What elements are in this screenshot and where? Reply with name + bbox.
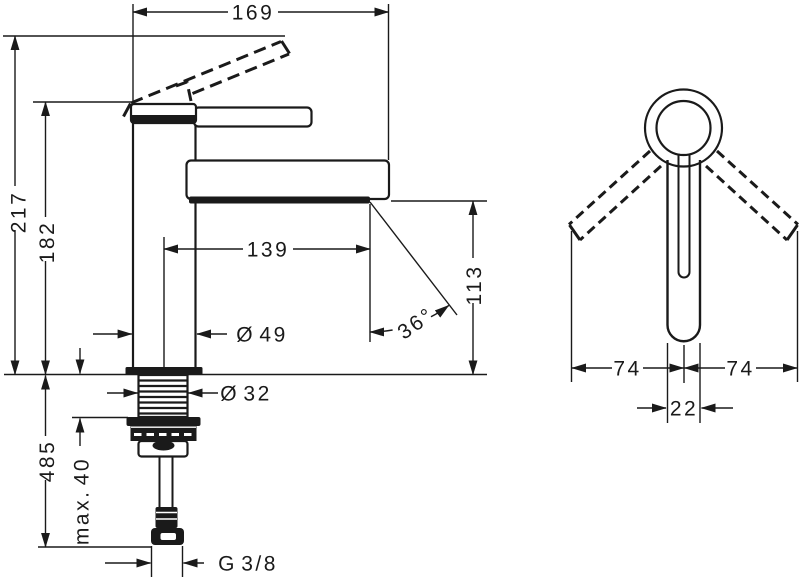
dim-dia32-label: Ø 32 bbox=[220, 383, 272, 406]
handle-bar bbox=[666, 160, 702, 343]
side-view: 169 217 182 485 max. 40 bbox=[3, 2, 487, 577]
dim-max-40: max. 40 bbox=[71, 348, 128, 545]
shank-threads bbox=[139, 379, 187, 415]
dim-angle36-label: 36° bbox=[394, 303, 439, 344]
dim-217: 217 bbox=[3, 35, 285, 376]
dim-169-label: 169 bbox=[232, 2, 275, 25]
hose-ferrule bbox=[155, 507, 178, 528]
hose-end-slot bbox=[160, 533, 176, 540]
lever-rod bbox=[192, 106, 313, 128]
dim-dia49-label: Ø 49 bbox=[236, 324, 288, 347]
dim-22: 22 bbox=[637, 398, 733, 421]
handle-swing-dashed bbox=[567, 149, 800, 242]
front-view: 74 74 22 bbox=[567, 88, 800, 423]
dim-113: 113 bbox=[391, 200, 487, 376]
dim-thread: G 3/8 bbox=[105, 546, 278, 577]
dim-max40-label: max. 40 bbox=[71, 457, 94, 545]
dim-74-right-label: 74 bbox=[726, 358, 754, 381]
dim-182-label: 182 bbox=[36, 221, 59, 264]
base-flange bbox=[125, 367, 203, 375]
hose-connector-nut bbox=[152, 440, 175, 451]
aerator bbox=[189, 196, 370, 204]
washer bbox=[126, 417, 201, 426]
lever-raised-top-edge bbox=[130, 40, 282, 105]
dim-485-label: 485 bbox=[36, 440, 59, 483]
dim-217-label: 217 bbox=[8, 191, 31, 234]
lever-raised-tip bbox=[280, 40, 291, 55]
dim-thread-label: G 3/8 bbox=[218, 553, 278, 576]
dim-182: 182 bbox=[33, 101, 131, 376]
dim-22-label: 22 bbox=[670, 398, 698, 421]
dim-485: 485 bbox=[36, 374, 152, 548]
dim-169: 169 bbox=[132, 2, 390, 160]
dim-139: 139 bbox=[163, 239, 371, 262]
handle-inner-circle bbox=[655, 99, 712, 157]
lever-raised-dashed bbox=[122, 40, 291, 118]
lever-raised-bottom-edge bbox=[191, 52, 290, 95]
lever-raised-left-cap bbox=[122, 102, 132, 118]
dim-139-label: 139 bbox=[247, 239, 290, 262]
dim-dia-32: Ø 32 bbox=[107, 383, 272, 406]
mounting-hardware bbox=[4, 367, 487, 545]
dim-74-right: 74 bbox=[683, 231, 799, 382]
handle-slot bbox=[677, 153, 691, 279]
handle-outer-circle bbox=[643, 88, 724, 168]
lever-raised-pivot-detail bbox=[175, 79, 193, 102]
faucet-body bbox=[129, 102, 391, 367]
lever-base-band bbox=[132, 115, 195, 124]
dim-74-left-label: 74 bbox=[613, 358, 641, 381]
dim-angle-36: 36° bbox=[369, 201, 458, 344]
spout bbox=[185, 159, 391, 201]
dim-74-left: 74 bbox=[570, 231, 701, 423]
dim-113-label: 113 bbox=[463, 265, 486, 306]
dim-dia-49: Ø 49 bbox=[93, 324, 288, 347]
